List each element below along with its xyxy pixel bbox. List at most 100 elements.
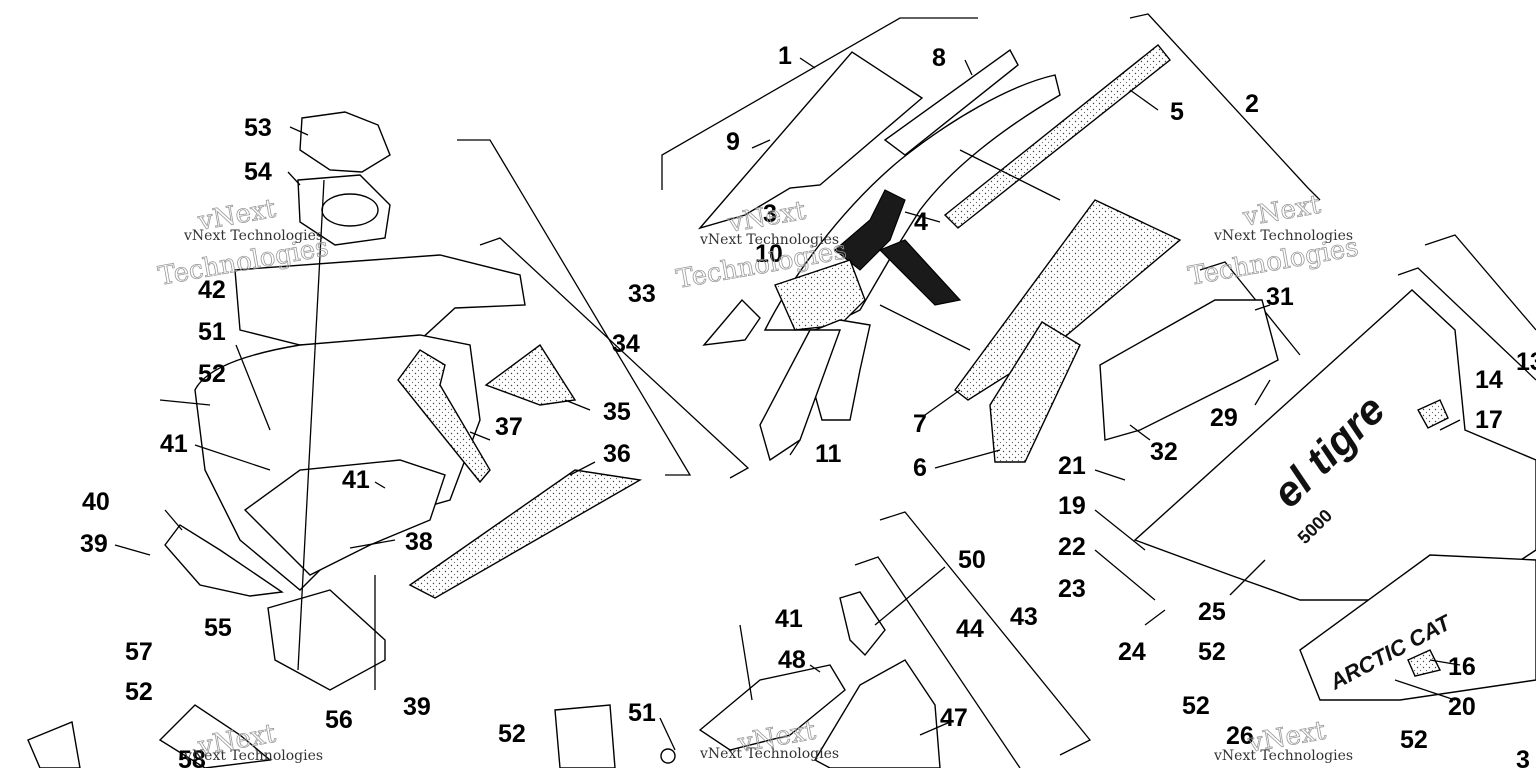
callout-51b: 51	[628, 699, 656, 727]
callout-37: 37	[495, 413, 523, 441]
callout-3: 3	[763, 200, 777, 228]
bracket-57	[158, 704, 272, 768]
grommet	[660, 748, 676, 764]
panel-48	[698, 664, 846, 751]
callout-56: 56	[325, 706, 353, 734]
watermark-right: vNext Technologies vNext Technologies	[1186, 189, 1361, 292]
leader-lines	[114, 57, 1461, 751]
callout-47: 47	[940, 704, 968, 732]
callout-54: 54	[244, 158, 272, 186]
pad-36	[408, 469, 643, 599]
callout-9: 9	[726, 128, 740, 156]
hood-insulation	[774, 259, 866, 331]
pad-35	[484, 343, 577, 406]
callout-1: 1	[778, 42, 792, 70]
gasket-53	[299, 111, 391, 173]
side-panel-lower	[759, 329, 841, 462]
left-assembly	[27, 111, 643, 768]
pad-7	[954, 199, 1182, 401]
callout-41b: 41	[342, 466, 370, 494]
callout-52a: 52	[198, 360, 226, 388]
callout-48: 48	[778, 646, 806, 674]
callout-51a: 51	[198, 318, 226, 346]
panel-47	[814, 659, 941, 768]
callout-4: 4	[914, 208, 928, 236]
group-brackets	[457, 13, 1536, 768]
callout-41a: 41	[160, 430, 188, 458]
callout-16: 16	[1448, 653, 1476, 681]
pad-14	[1417, 399, 1449, 429]
callout-17: 17	[1475, 406, 1503, 434]
pad-5	[943, 44, 1171, 229]
callout-50: 50	[958, 546, 986, 574]
watermark-bottom-left: vNext Technologies vNext	[183, 718, 323, 764]
callout-24: 24	[1118, 638, 1146, 666]
windshield-part	[697, 51, 924, 230]
callout-31: 31	[1266, 283, 1294, 311]
bracket-left-edge	[27, 721, 81, 768]
nose-panel-20	[1299, 554, 1536, 701]
callout-38: 38	[405, 528, 433, 556]
callout-36: 36	[603, 440, 631, 468]
callout-34: 34	[612, 330, 640, 358]
callout-7: 7	[913, 410, 927, 438]
callout-19: 19	[1058, 492, 1086, 520]
pan-floor	[243, 459, 446, 576]
pad-37	[397, 349, 491, 484]
callout-57: 57	[125, 638, 153, 666]
callout-44: 44	[956, 615, 984, 643]
callout-3-corner: 3	[1516, 746, 1530, 768]
nose-assembly: el tigre 5000 ARCTIC CAT	[1099, 289, 1536, 701]
callout-52d: 52	[1198, 638, 1226, 666]
callout-35: 35	[603, 398, 631, 426]
lower-center	[554, 591, 941, 768]
callout-43: 43	[1010, 603, 1038, 631]
callout-42: 42	[198, 276, 226, 304]
callout-2: 2	[1245, 90, 1259, 118]
callout-39a: 39	[80, 530, 108, 558]
dash-shroud	[878, 239, 962, 306]
watermark-text: vNext Technologies	[183, 228, 323, 244]
plate-55	[267, 589, 386, 691]
callout-13: 13	[1516, 348, 1536, 376]
hood-vent	[834, 189, 906, 271]
callout-11: 11	[815, 440, 842, 468]
bracket-51	[554, 704, 616, 768]
callout-39b: 39	[403, 693, 431, 721]
callout-22: 22	[1058, 533, 1086, 561]
callout-55: 55	[204, 614, 232, 642]
plate-hole	[321, 193, 379, 227]
callout-58: 58	[178, 746, 206, 768]
nose-cone-17	[1133, 289, 1536, 601]
guard-40	[164, 524, 284, 597]
callout-25: 25	[1198, 598, 1226, 626]
callout-numbers: 1 2 3 4 5 6 7 8 9 10 11 13 14 16 17 19 2…	[80, 42, 1536, 768]
callout-52b: 52	[125, 678, 153, 706]
seat-pads	[879, 44, 1182, 463]
callout-21: 21	[1058, 452, 1086, 480]
callout-8: 8	[932, 44, 946, 72]
callout-10: 10	[755, 240, 783, 268]
top-shroud	[234, 254, 526, 346]
callout-52c: 52	[498, 720, 526, 748]
watermark-text: vNext Technologies	[183, 748, 323, 764]
watermark-text: vNext Technologies	[699, 232, 839, 248]
callout-6: 6	[913, 454, 927, 482]
callout-26: 26	[1226, 722, 1254, 750]
callout-29: 29	[1210, 404, 1238, 432]
callout-20: 20	[1448, 693, 1476, 721]
small-deflector	[702, 298, 761, 346]
pad-6	[989, 321, 1081, 463]
callout-32: 32	[1150, 438, 1178, 466]
watermark-text: vNext Technologies	[1213, 228, 1353, 244]
console-31	[1099, 299, 1279, 441]
callout-33: 33	[628, 280, 656, 308]
bracket-50	[839, 591, 886, 657]
windshield-trim	[883, 48, 1019, 156]
watermark-text: vNext Technologies	[699, 746, 839, 762]
callout-5: 5	[1170, 98, 1184, 126]
callout-53: 53	[244, 114, 272, 142]
windshield-group	[697, 48, 1061, 462]
